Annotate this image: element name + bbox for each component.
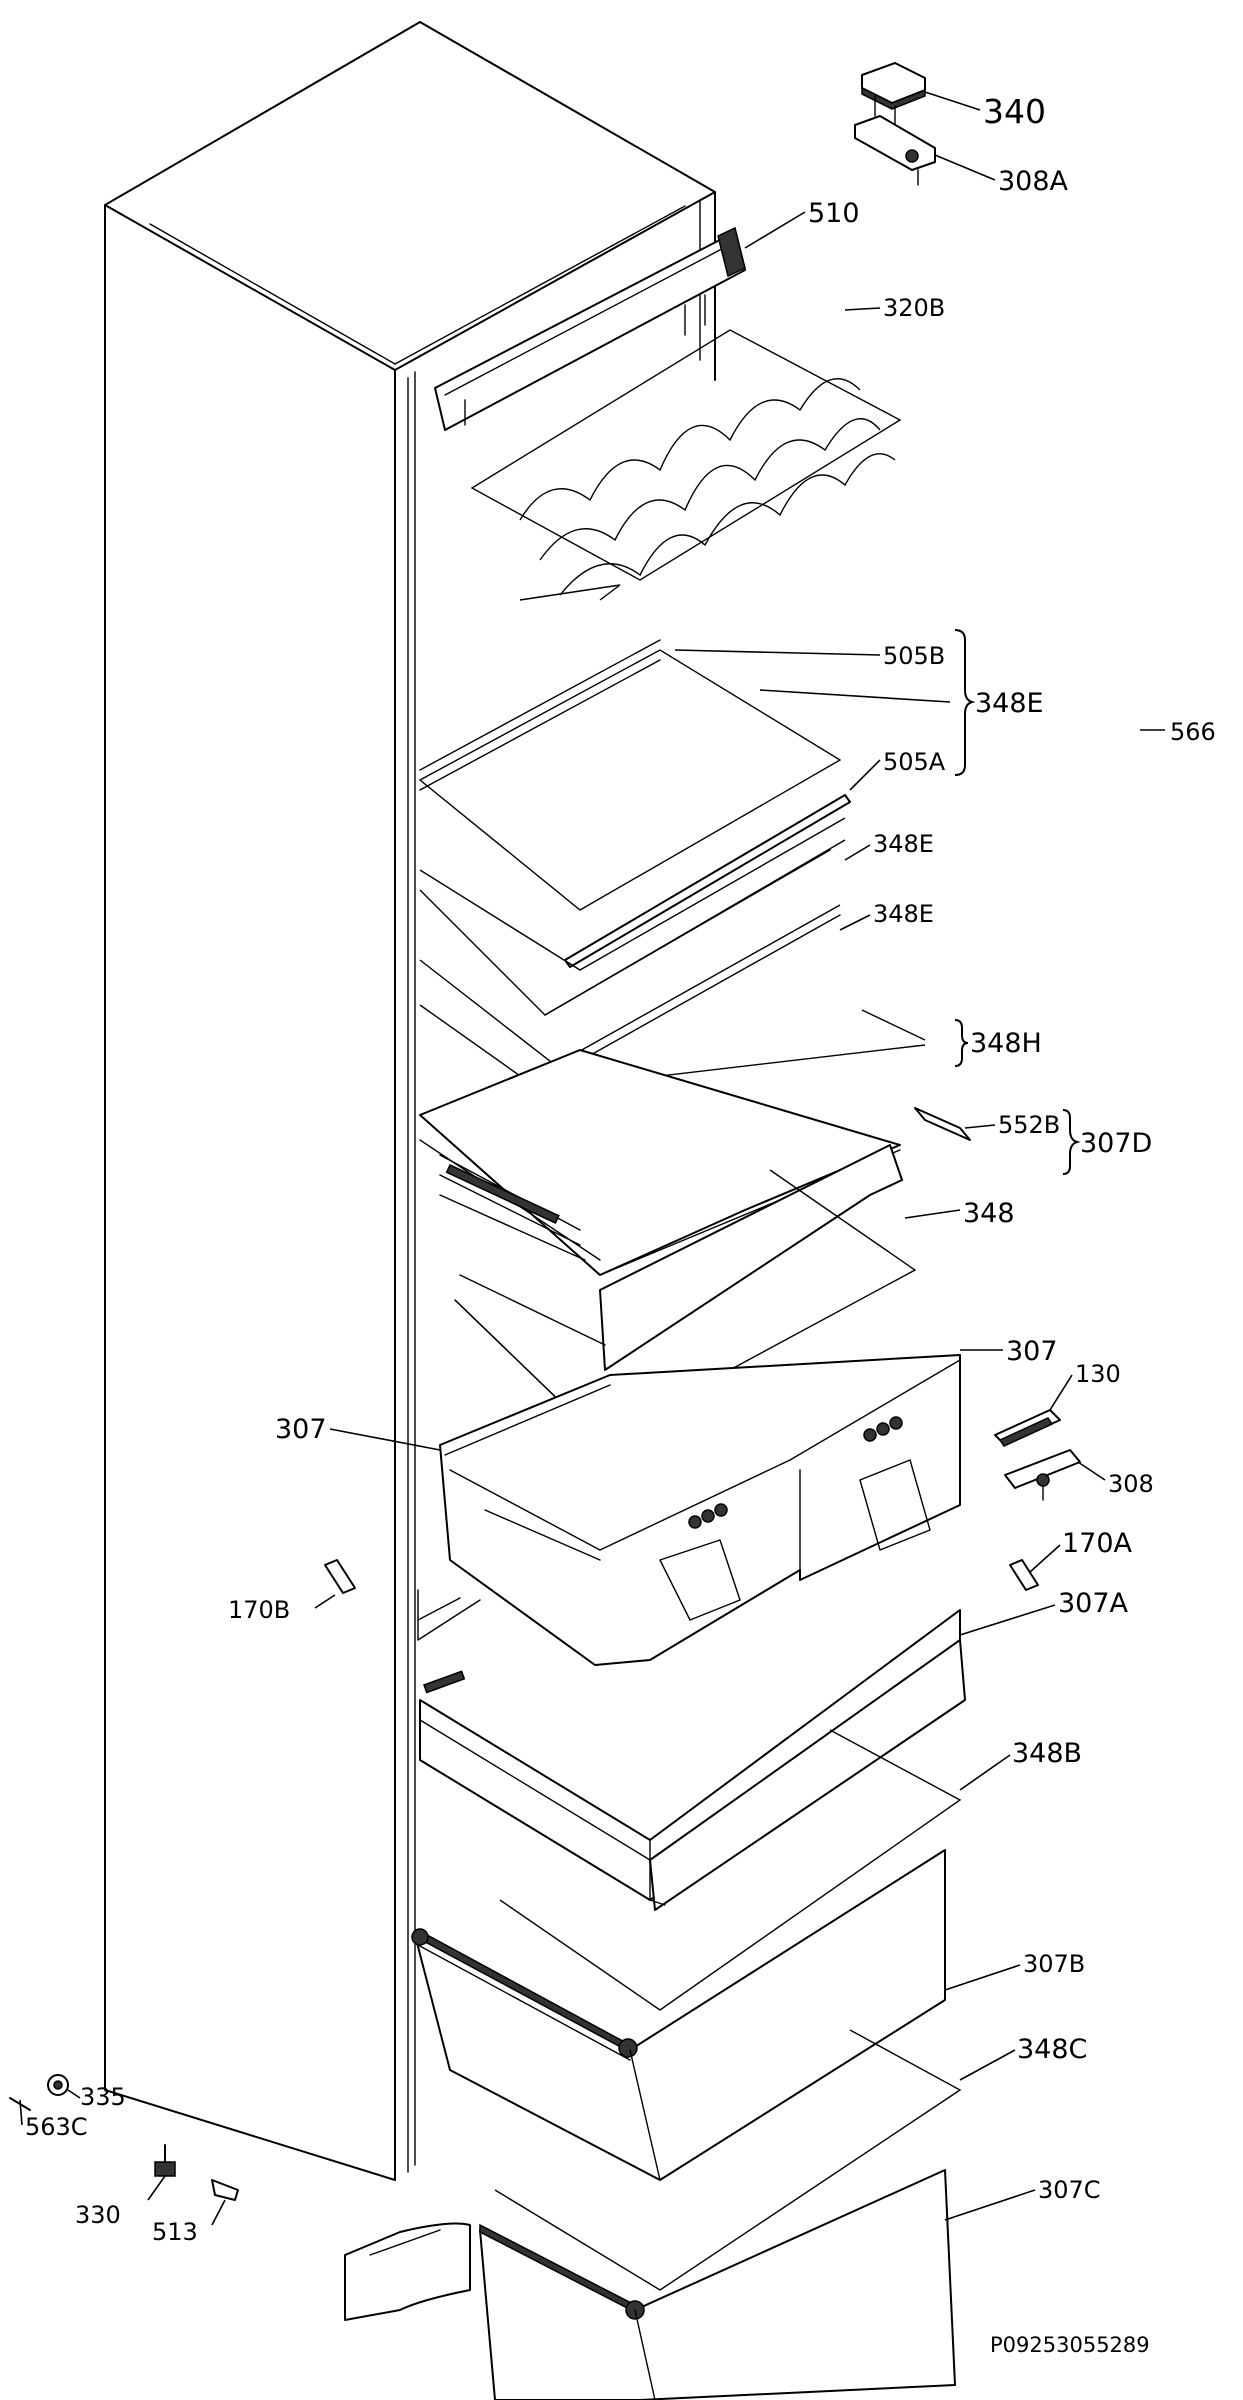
label-307-right: 307 — [1006, 1336, 1058, 1367]
brace-348h — [954, 1019, 969, 1067]
cabinet-body — [104, 21, 716, 2181]
label-308a: 308A — [998, 166, 1069, 197]
label-307c: 307C — [1038, 2176, 1101, 2204]
rail-552b — [914, 1107, 971, 1141]
diagram-code: P09253055289 — [990, 2333, 1150, 2357]
label-505b: 505B — [883, 642, 945, 670]
label-510: 510 — [808, 198, 860, 229]
glass-shelf-348e-top — [418, 639, 851, 968]
drawer-307c — [479, 2169, 956, 2400]
label-348: 348 — [963, 1198, 1015, 1229]
label-340: 340 — [983, 92, 1046, 131]
label-552b: 552B — [998, 1111, 1060, 1139]
hinge-cover-340 — [861, 62, 926, 125]
label-505a: 505A — [883, 748, 946, 776]
label-307-left: 307 — [275, 1414, 327, 1445]
adjustable-foot-330 — [154, 2144, 176, 2177]
label-308: 308 — [1108, 1470, 1154, 1498]
label-348h: 348H — [970, 1028, 1042, 1059]
brace-307d — [1062, 1109, 1081, 1175]
hinge-308 — [1004, 1449, 1081, 1501]
pin-170b — [324, 1559, 356, 1594]
label-348b: 348B — [1012, 1738, 1082, 1769]
label-335: 335 — [80, 2083, 126, 2111]
bracket-130 — [994, 1409, 1061, 1447]
label-513: 513 — [152, 2218, 198, 2246]
drawer-pair-307 — [439, 1354, 961, 1666]
drawer-307b — [411, 1849, 946, 2181]
glass-shelf-348e-mid — [419, 817, 846, 1016]
top-trim-510 — [434, 226, 746, 431]
label-130: 130 — [1075, 1360, 1121, 1388]
glass-shelf-348b — [499, 1729, 962, 2011]
wine-rack-320b — [470, 329, 902, 601]
label-307b: 307B — [1023, 1950, 1085, 1978]
drawer-307d — [419, 1049, 903, 1371]
label-348e-1: 348E — [873, 830, 934, 858]
clip-513 — [211, 2179, 239, 2201]
label-307a: 307A — [1058, 1588, 1129, 1619]
glass-shelf-348c — [494, 2029, 962, 2291]
label-307d: 307D — [1080, 1128, 1152, 1159]
label-320b: 320B — [883, 294, 945, 322]
label-170a: 170A — [1062, 1528, 1133, 1559]
label-563c: 563C — [25, 2113, 88, 2141]
drawer-307a — [419, 1609, 966, 1911]
label-330: 330 — [75, 2201, 121, 2229]
leader-lines — [19, 91, 1165, 2226]
label-348c: 348C — [1017, 2034, 1087, 2065]
label-170b: 170B — [228, 1596, 290, 1624]
hinge-308a — [854, 115, 936, 186]
label-348e-2: 348E — [873, 900, 934, 928]
label-566: 566 — [1170, 718, 1216, 746]
pin-170a — [1009, 1559, 1039, 1591]
brace-348e — [954, 629, 976, 776]
label-348e-group: 348E — [975, 688, 1044, 719]
foot-cap-335 — [47, 2074, 69, 2096]
bottom-kick-plate — [344, 2222, 471, 2321]
